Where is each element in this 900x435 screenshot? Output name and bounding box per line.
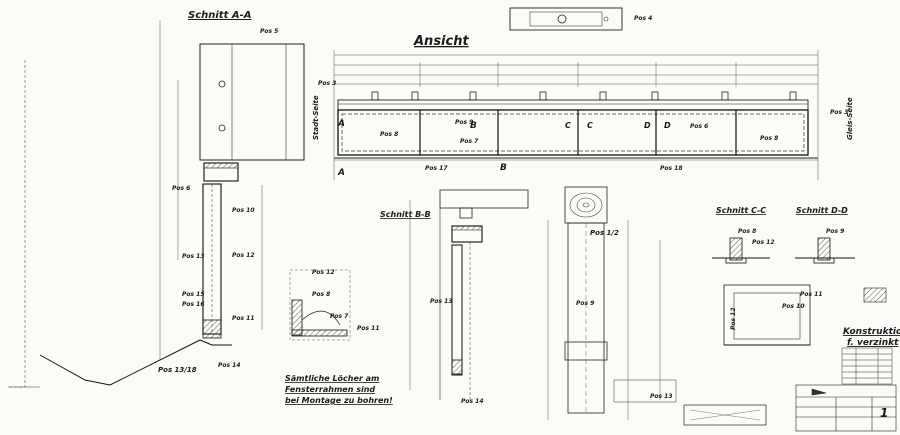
pos-14-bb: Pos 14 — [461, 398, 484, 405]
ansicht-view: Ansicht — [312, 34, 854, 180]
pos-10-frame: Pos 10 — [782, 303, 805, 310]
side-label-left: Stadt-Seite — [312, 95, 320, 140]
pos-13-bb: Pos 13 — [430, 298, 453, 305]
pos-12-cc: Pos 12 — [752, 239, 775, 246]
schnitt-cc-title: Schnitt C-C — [716, 206, 766, 215]
section-mark-d-2: D — [664, 121, 671, 130]
parts-list-table — [841, 347, 893, 385]
pos-9-dd: Pos 9 — [826, 228, 844, 235]
pos-8-ansicht-right: Pos 8 — [760, 135, 778, 142]
sheet-number: 1 — [880, 406, 888, 420]
section-mark-b-bottom: B — [500, 163, 507, 173]
section-mark-a-bottom: A — [337, 168, 345, 178]
material-swatch — [863, 287, 887, 303]
schnitt-aa-view: Schnitt A-A Pos 5 Pos 6 Pos 10 Pos 12 Po… — [8, 10, 305, 388]
schnitt-bb-title: Schnitt B-B — [380, 210, 431, 219]
pos-10: Pos 10 — [232, 207, 255, 214]
pos-13-glass: Pos 13 — [650, 393, 673, 400]
section-mark-d-1: D — [644, 121, 651, 130]
side-label-right: Gleis-Seite — [846, 97, 854, 140]
pos-13-18: Pos 13/18 — [158, 366, 197, 374]
pos-8-cc: Pos 8 — [738, 228, 756, 235]
schnitt-aa-title: Schnitt A-A — [188, 10, 251, 21]
pos-12-aa: Pos 12 — [232, 252, 255, 259]
pos-9-ansicht: Pos 9 — [455, 119, 473, 126]
corner-detail: Pos 12 Pos 8 Pos 7 Pos 11 — [289, 269, 380, 341]
note-line-3: bei Montage zu bohren! — [285, 396, 393, 405]
ansicht-title: Ansicht — [413, 34, 469, 49]
pos-14-aa: Pos 14 — [218, 362, 241, 369]
pos-16: Pos 16 — [182, 301, 205, 308]
section-mark-b-top: B — [470, 121, 477, 131]
pos-6: Pos 6 — [172, 185, 190, 192]
pos-8-corner: Pos 8 — [312, 291, 330, 298]
pos-17-ansicht: Pos 17 — [425, 165, 448, 172]
pos-13-aa: Pos 13 — [182, 253, 205, 260]
pos-7-corner: Pos 7 — [330, 313, 349, 320]
pos-18-ansicht: Pos 18 — [660, 165, 683, 172]
schnitt-dd-title: Schnitt D-D — [796, 206, 848, 215]
pos-11-frame: Pos 11 — [800, 291, 823, 298]
pos-12-frame: Pos 12 — [730, 307, 737, 330]
pos-9-column: Pos 9 — [576, 300, 594, 307]
pos-15: Pos 15 — [182, 291, 205, 298]
section-mark-a-top: A — [337, 119, 345, 129]
pos-11: Pos 11 — [232, 315, 255, 322]
pos-6-ansicht: Pos 6 — [690, 123, 708, 130]
glass-detail: Pos 13 — [613, 379, 767, 426]
schnitt-cc-dd-views: Schnitt C-C Schnitt D-D Pos 8 Pos 12 Pos… — [712, 206, 855, 346]
note-line-1: Sämtliche Löcher am — [285, 374, 379, 383]
pos-3-left: Pos 3 — [318, 80, 336, 87]
construction-line-2: f. verzinkt — [847, 338, 899, 348]
pos-3-right: Pos 3 — [830, 109, 848, 116]
pos-5: Pos 5 — [260, 28, 278, 35]
pos-12-corner: Pos 12 — [312, 269, 335, 276]
pos-11-corner: Pos 11 — [357, 325, 380, 332]
schnitt-bb-view: Schnitt B-B Pos 13 Pos 14 — [380, 189, 529, 405]
drilling-note: Sämtliche Löcher am Fensterrahmen sind b… — [285, 374, 393, 405]
section-mark-c-1: C — [565, 121, 571, 130]
column-detail-pos1-2: Pos 1/2 Pos 9 — [547, 186, 661, 420]
section-mark-c-2: C — [587, 121, 593, 130]
note-line-2: Fensterrahmen sind — [285, 385, 375, 394]
construction-line-1: Konstruktion — [843, 327, 900, 337]
top-detail-pos4: Pos 4 — [509, 7, 652, 31]
pos-8-ansicht: Pos 8 — [380, 131, 398, 138]
title-block — [795, 384, 897, 432]
pos-7-ansicht: Pos 7 — [460, 138, 479, 145]
pos-4: Pos 4 — [634, 15, 652, 22]
pos-1-2: Pos 1/2 — [590, 229, 619, 237]
construction-label: Konstruktion f. verzinkt — [843, 327, 900, 348]
